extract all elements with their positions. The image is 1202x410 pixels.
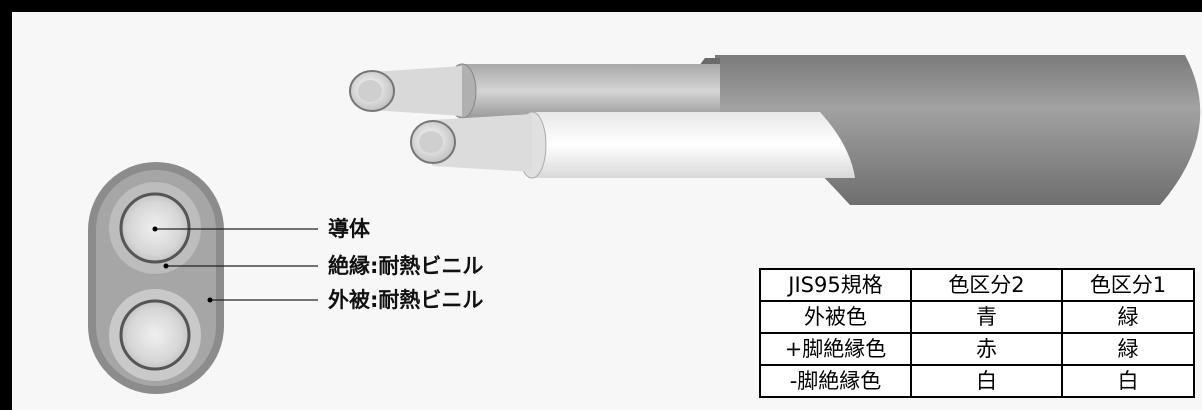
table-header-cell: JIS95規格: [759, 268, 912, 302]
cable-cross-section: [88, 162, 224, 394]
label-conductor: 導体: [328, 217, 370, 241]
table-cell: 外被色: [759, 300, 912, 334]
table-cell: 緑: [1061, 332, 1195, 366]
upper-wire: [349, 63, 720, 119]
table-header-row: JIS95規格 色区分2 色区分1: [759, 268, 1195, 302]
table-cell: 白: [910, 364, 1063, 398]
label-sheath: 外被:耐熱ビニル: [328, 288, 484, 312]
table-cell: +脚絶縁色: [759, 332, 912, 366]
leader-lines: [152, 226, 318, 303]
table-cell: 赤: [910, 332, 1063, 366]
table-row: -脚絶縁色 白 白: [759, 364, 1195, 398]
color-spec-table: JIS95規格 色区分2 色区分1 外被色 青 緑 +脚絶縁色 赤 緑 -脚絶縁…: [759, 268, 1195, 398]
lower-wire: [410, 111, 855, 179]
table-header-cell: 色区分2: [910, 268, 1063, 302]
table-row: +脚絶縁色 赤 緑: [759, 332, 1195, 366]
table-header-cell: 色区分1: [1061, 268, 1195, 302]
table-cell: 白: [1061, 364, 1195, 398]
label-insulation: 絶縁:耐熱ビニル: [328, 254, 484, 278]
table-cell: 緑: [1061, 300, 1195, 334]
table-cell: 青: [910, 300, 1063, 334]
table-cell: -脚絶縁色: [759, 364, 912, 398]
table-row: 外被色 青 緑: [759, 300, 1195, 334]
